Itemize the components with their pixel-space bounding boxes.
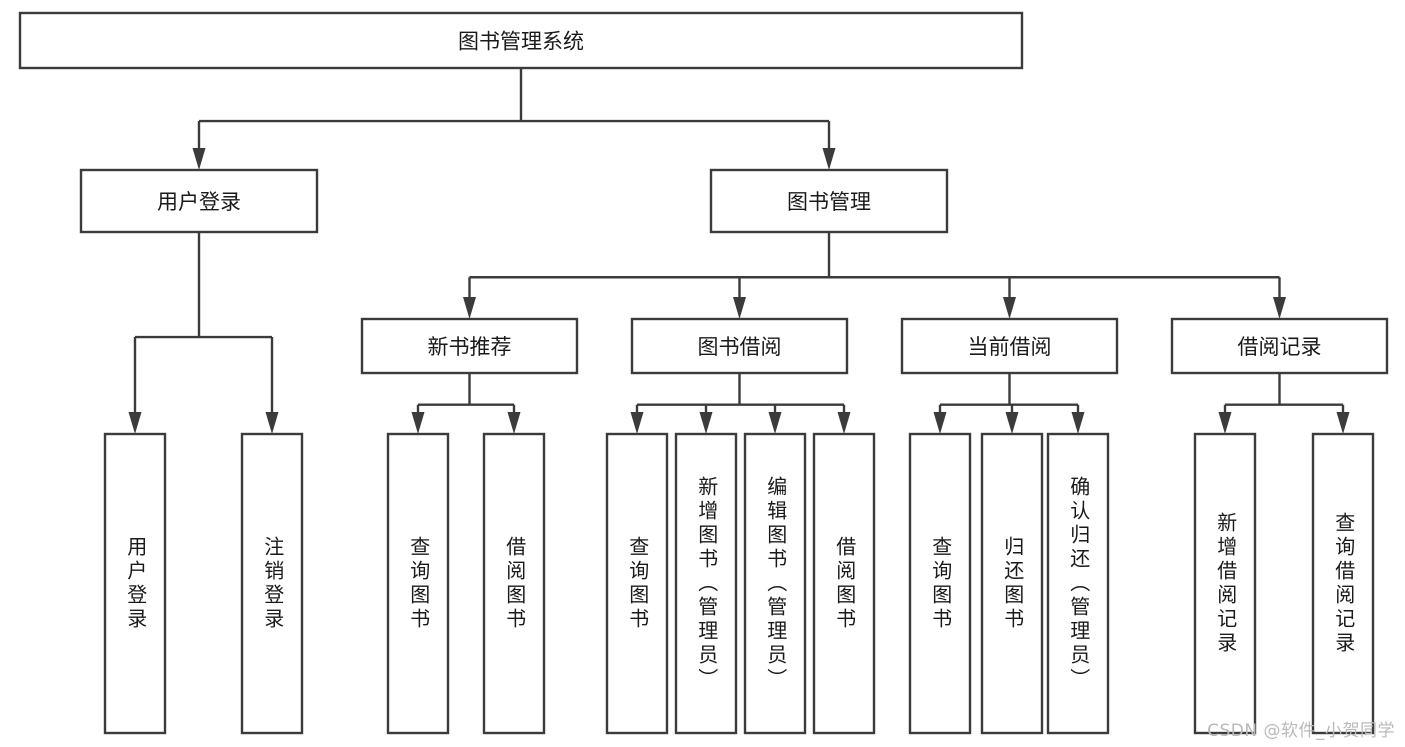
arrow-head-icon [1003,297,1016,319]
arrow-head-icon [1071,412,1085,434]
node-label: 借阅记录 [1238,335,1322,359]
node-box [900,317,1119,375]
arrow-head-icon [933,412,947,434]
node-box [482,432,546,735]
arrow-head-icon [128,412,142,434]
node-leaf-borrow-book-recommend[interactable] [482,432,546,735]
node-box [605,432,669,735]
node-book-management[interactable]: 图书管理 [709,168,949,234]
arrow-head-icon [837,412,851,434]
watermark-text: CSDN @软件_小贺同学 [1207,721,1395,741]
node-box [908,432,972,735]
node-label: 图书管理 [787,190,871,214]
node-box [1170,317,1389,375]
arrow-head-icon [507,412,521,434]
node-box [240,432,304,735]
node-leaf-add-borrow-record[interactable] [1193,432,1257,735]
node-leaf-edit-book-admin[interactable] [743,432,807,735]
node-leaf-logout-login[interactable] [240,432,304,735]
node-leaf-query-book-borrow[interactable] [605,432,669,735]
node-root[interactable]: 图书管理系统 [18,11,1024,70]
node-box [743,432,807,735]
node-label: 新书推荐 [428,335,512,359]
node-box [79,168,319,234]
node-box [1046,432,1110,735]
arrow-head-icon [265,412,279,434]
arrow-head-icon [822,148,836,170]
arrow-head-icon [733,297,746,319]
node-leaf-return-book[interactable] [980,432,1044,735]
node-leaf-add-book-admin[interactable] [674,432,738,735]
node-leaf-query-book-recommend[interactable] [386,432,450,735]
arrow-head-icon [1336,412,1350,434]
arrow-head-icon [411,412,425,434]
arrow-head-icon [1218,412,1232,434]
connector-layer [128,68,1350,434]
node-box [1193,432,1257,735]
node-new-book-recommend[interactable]: 新书推荐 [360,317,579,375]
arrow-head-icon [699,412,713,434]
node-box [630,317,849,375]
arrow-head-icon [463,297,476,319]
arrow-head-icon [768,412,782,434]
node-box [709,168,949,234]
node-label: 图书借阅 [698,335,782,359]
node-leaf-query-borrow-record[interactable] [1311,432,1375,735]
node-box [980,432,1044,735]
node-label: 当前借阅 [968,335,1052,359]
arrow-head-icon [630,412,644,434]
node-book-borrow[interactable]: 图书借阅 [630,317,849,375]
node-box [674,432,738,735]
node-box [386,432,450,735]
node-box [812,432,876,735]
node-leaf-borrow-book[interactable] [812,432,876,735]
node-leaf-query-book-current[interactable] [908,432,972,735]
node-label: 图书管理系统 [458,30,584,54]
node-label: 用户登录 [157,190,241,214]
node-box [360,317,579,375]
node-user-login[interactable]: 用户登录 [79,168,319,234]
arrow-head-icon [192,148,206,170]
arrow-head-icon [1005,412,1019,434]
node-borrow-record[interactable]: 借阅记录 [1170,317,1389,375]
node-box [103,432,167,735]
node-leaf-confirm-return-admin[interactable] [1046,432,1110,735]
node-leaf-user-login[interactable] [103,432,167,735]
node-current-borrow[interactable]: 当前借阅 [900,317,1119,375]
node-box [18,11,1024,70]
arrow-head-icon [1273,297,1286,319]
node-box [1311,432,1375,735]
